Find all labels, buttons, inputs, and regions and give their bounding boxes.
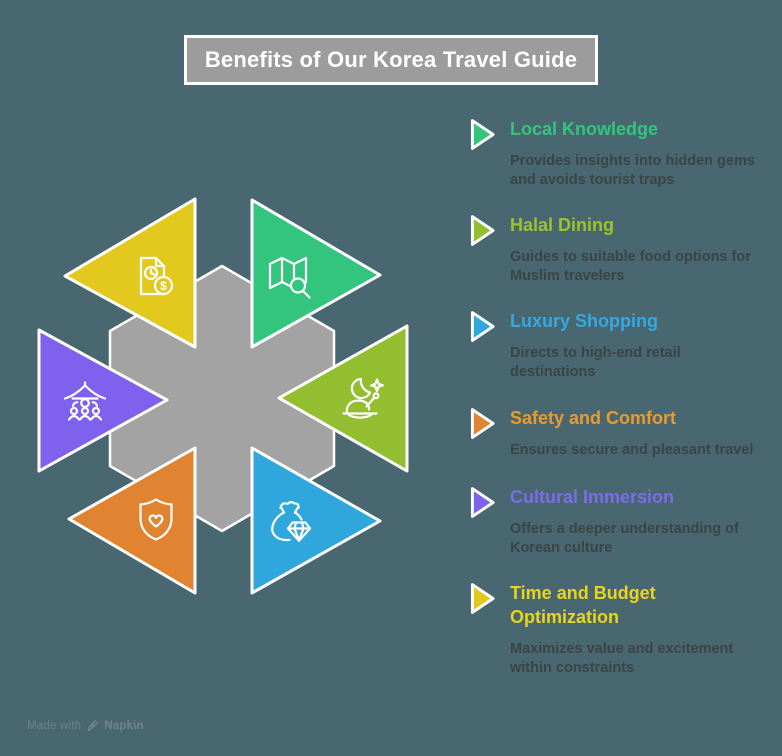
triangle-halal-dining[interactable]: [277, 324, 409, 473]
legend-item-local-knowledge[interactable]: Local Knowledge Provides insights into h…: [470, 117, 763, 189]
legend-item-time-budget[interactable]: Time and Budget Optimization Maximizes v…: [470, 581, 763, 677]
benefit-description: Directs to high-end retail destinations: [510, 345, 681, 380]
benefit-description: Ensures secure and pleasant travel: [510, 442, 754, 458]
pagoda-people-icon: [63, 381, 107, 421]
made-with-napkin-watermark: Made with Napkin: [27, 719, 144, 732]
map-magnifier-icon: [268, 256, 311, 299]
halal-dining-icon: [342, 377, 384, 419]
benefit-description: Guides to suitable food options for Musl…: [510, 249, 751, 284]
benefit-title: Time and Budget Optimization: [510, 583, 656, 627]
benefit-title: Luxury Shopping: [510, 311, 658, 331]
benefit-title: Safety and Comfort: [510, 408, 677, 428]
triangle-bullet-icon: [470, 215, 495, 246]
legend-item-safety-comfort[interactable]: Safety and Comfort Ensures secure and pl…: [470, 406, 763, 460]
triangle-bullet-icon: [470, 119, 495, 150]
legend-item-halal-dining[interactable]: Halal Dining Guides to suitable food opt…: [470, 213, 763, 285]
triangle-cultural-immersion[interactable]: [37, 328, 169, 473]
triangle-local-knowledge[interactable]: [250, 198, 382, 349]
shield-heart-icon: [139, 498, 173, 541]
triangle-safety-comfort[interactable]: [67, 446, 197, 595]
benefit-description: Maximizes value and excitement within co…: [510, 641, 734, 676]
napkin-pen-icon: [87, 720, 99, 732]
triangle-luxury-shopping[interactable]: [250, 446, 382, 595]
triangle-bullet-icon: [470, 487, 495, 518]
benefit-description: Offers a deeper understanding of Korean …: [510, 521, 739, 556]
document-clock-dollar-icon: $: [139, 256, 174, 296]
legend-item-luxury-shopping[interactable]: Luxury Shopping Directs to high-end reta…: [470, 309, 763, 381]
benefit-title: Local Knowledge: [510, 119, 659, 139]
svg-text:$: $: [160, 279, 167, 293]
money-bag-diamond-icon: [271, 501, 312, 542]
benefit-title: Cultural Immersion: [510, 487, 675, 507]
watermark-brand: Napkin: [104, 719, 144, 732]
page-title: Benefits of Our Korea Travel Guide: [184, 35, 598, 85]
triangle-bullet-icon: [470, 583, 495, 614]
benefit-title: Halal Dining: [510, 215, 615, 235]
benefit-description: Provides insights into hidden gems and a…: [510, 153, 755, 188]
triangle-bullet-icon: [470, 311, 495, 342]
legend-item-cultural-immersion[interactable]: Cultural Immersion Offers a deeper under…: [470, 485, 763, 557]
watermark-prefix: Made with: [27, 719, 82, 732]
triangle-bullet-icon: [470, 408, 495, 439]
triangle-time-budget[interactable]: [63, 197, 197, 349]
